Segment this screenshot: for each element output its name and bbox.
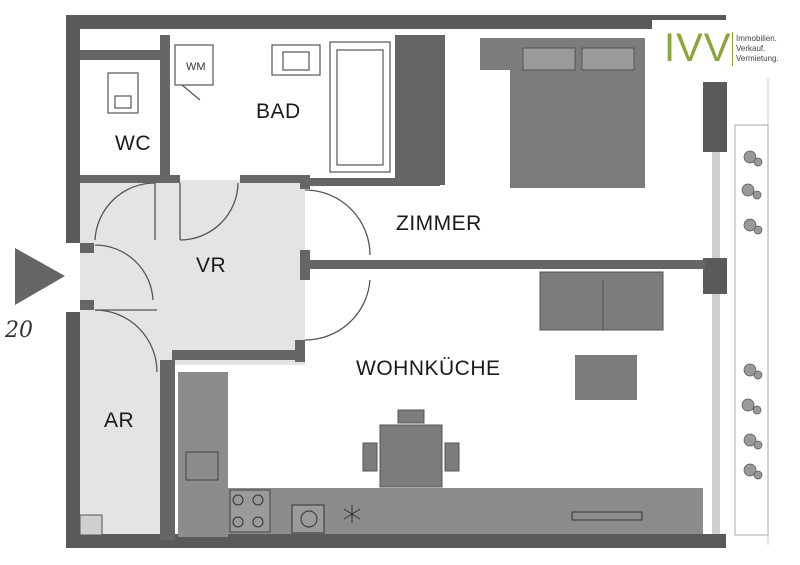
logo-divider [732, 32, 733, 66]
interior-walls [80, 35, 705, 540]
room-label-vr: VR [196, 254, 226, 277]
unit-number: 20 [4, 318, 33, 343]
logo-tagline: Immobilien. Verkauf. Vermietung. [736, 34, 779, 64]
entrance-arrow-icon [15, 248, 65, 305]
hall-fill [80, 180, 305, 540]
room-label-ar: AR [104, 409, 134, 432]
bathroom-fixtures [174, 41, 391, 173]
logo-tagline-line-3: Vermietung. [736, 54, 779, 63]
room-label-zimmer: ZIMMER [396, 212, 482, 235]
room-label-wc: WC [115, 132, 151, 155]
sofa [539, 271, 664, 331]
logo-tagline-line-2: Verkauf. [736, 44, 766, 53]
room-label-wohnkueche: WOHNKÜCHE [356, 357, 501, 380]
kitchen-counter [178, 372, 703, 537]
bed [480, 38, 645, 188]
exterior-walls [66, 15, 727, 548]
washing-machine-label: WM [186, 61, 206, 73]
logo-mark: IVV [664, 26, 732, 70]
dining-table [362, 409, 460, 502]
plant-icons [741, 150, 763, 480]
door-swings [94, 182, 371, 373]
logo-tagline-line-1: Immobilien. [736, 34, 777, 43]
toilet [107, 72, 139, 114]
company-logo: IVV Immobilien. Verkauf. Vermietung. [652, 20, 782, 78]
room-label-bad: BAD [256, 100, 301, 123]
storage-square [79, 514, 103, 536]
balcony [734, 20, 769, 545]
coffee-table [575, 355, 637, 400]
